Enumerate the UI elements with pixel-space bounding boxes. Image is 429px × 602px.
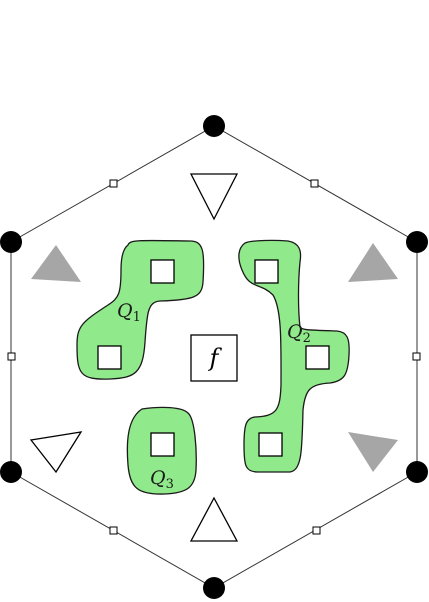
- triangle-filled-top-right: [348, 243, 398, 282]
- edge-marker: [312, 526, 321, 535]
- vertex-dot: [406, 231, 428, 253]
- edge-marker: [109, 179, 118, 188]
- square-node: [150, 259, 175, 284]
- region-label-q2: Q2: [287, 321, 311, 346]
- region-label-q3: Q3: [150, 467, 174, 492]
- region-label-q1: Q1: [117, 300, 141, 325]
- edge-marker: [310, 179, 319, 188]
- center-box: [190, 334, 238, 382]
- square-node: [305, 345, 330, 370]
- edge-marker: [109, 526, 118, 535]
- triangle-filled-bottom-right: [348, 432, 398, 472]
- square-node: [258, 432, 283, 457]
- filled-triangles: [31, 243, 398, 472]
- edge-marker: [412, 352, 421, 361]
- vertex-dot: [0, 461, 22, 483]
- squares: [97, 259, 330, 457]
- square-node: [97, 345, 122, 370]
- vertex-dot: [203, 577, 225, 599]
- square-node: [150, 432, 175, 457]
- triangle-filled-top-left: [31, 245, 81, 282]
- vertex-dot: [203, 115, 225, 137]
- square-node: [254, 259, 279, 284]
- triangle-down-outline: [189, 173, 239, 221]
- vertex-dot: [406, 461, 428, 483]
- triangle-up-outline: [189, 496, 239, 542]
- triangle-outline-left: [29, 431, 83, 474]
- edge-marker: [7, 352, 16, 361]
- edge-midpoint-markers: [7, 179, 421, 535]
- vertices: [0, 115, 428, 599]
- vertex-dot: [0, 231, 22, 253]
- region-q2: [238, 239, 350, 473]
- outline-triangles: [29, 173, 239, 542]
